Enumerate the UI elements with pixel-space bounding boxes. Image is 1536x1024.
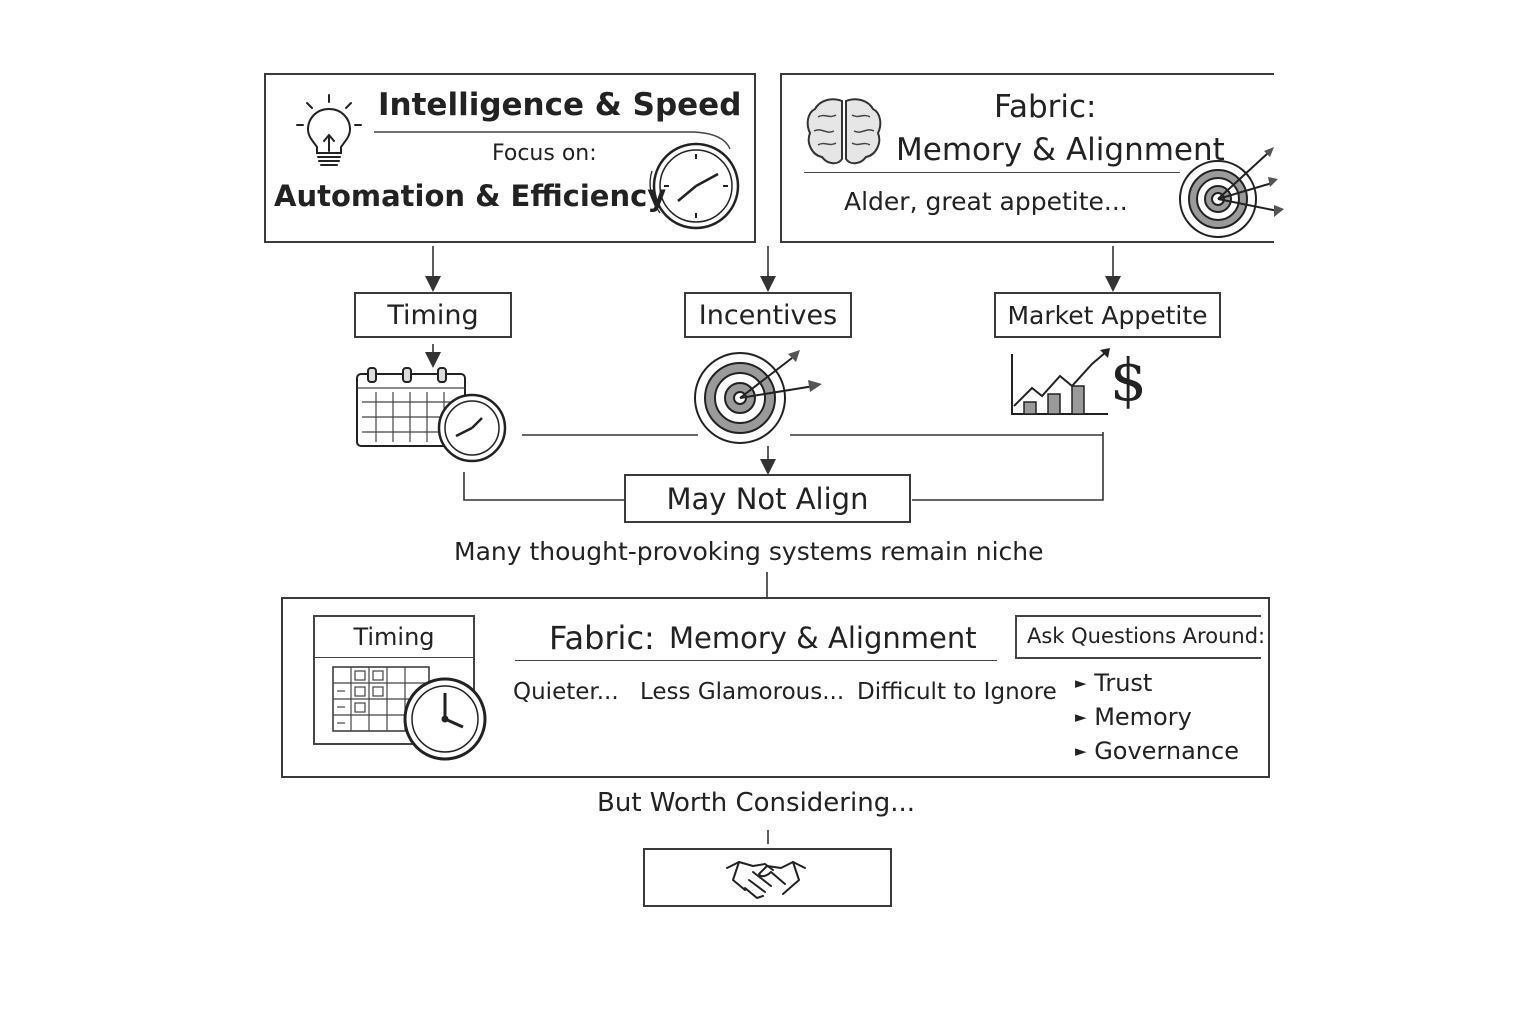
handshake-box	[643, 848, 892, 907]
incentives-factor-label: Incentives	[698, 300, 838, 331]
timing-factor-label: Timing	[387, 300, 479, 331]
question-memory: ► Memory	[1075, 703, 1192, 731]
timing-factor-box: Timing	[354, 292, 512, 338]
clock-icon	[649, 142, 740, 230]
focus-label: Focus on:	[492, 141, 597, 166]
question-governance-label: Governance	[1094, 737, 1239, 765]
worth-considering-caption: But Worth Considering...	[597, 788, 915, 818]
target-icon	[1179, 147, 1284, 238]
may-not-align-box: May Not Align	[624, 474, 911, 523]
incentives-factor-box: Incentives	[684, 292, 852, 338]
question-trust-label: Trust	[1094, 669, 1153, 697]
fabric-subtitle: Alder, great appetite...	[844, 187, 1128, 216]
niche-caption: Many thought-provoking systems remain ni…	[454, 537, 1044, 566]
questions-title: Ask Questions Around:	[1027, 624, 1266, 648]
fabric-title-line2: Memory & Alignment	[896, 132, 1225, 168]
timing-card-label: Timing	[353, 623, 435, 651]
bottom-fabric-rest: Memory & Alignment	[669, 621, 977, 655]
bullet-arrow-icon: ►	[1075, 708, 1087, 726]
schedule-clock-icon	[332, 666, 487, 761]
handshake-icon	[726, 861, 806, 899]
bottom-fabric-underline	[515, 660, 997, 661]
question-memory-label: Memory	[1094, 703, 1192, 731]
trait-difficult-to-ignore: Difficult to Ignore	[857, 679, 1057, 705]
question-trust: ► Trust	[1075, 669, 1152, 697]
may-not-align-label: May Not Align	[666, 482, 869, 516]
trait-less-glamorous: Less Glamorous...	[640, 679, 845, 705]
questions-box: Ask Questions Around:	[1015, 615, 1265, 659]
lightbulb-icon	[296, 94, 362, 166]
growth-chart-icon	[1011, 348, 1110, 415]
fabric-memory-box: Fabric: Memory & Alignment Alder, great …	[780, 73, 1284, 243]
calendar-clock-icon	[356, 367, 507, 463]
timing-card-divider	[315, 657, 473, 658]
intelligence-title: Intelligence & Speed	[378, 87, 742, 123]
bottom-panel: Timing Fabric: Memory & Alignment Quiete…	[281, 597, 1270, 778]
question-governance: ► Governance	[1075, 737, 1239, 765]
fabric-title-line1: Fabric:	[994, 89, 1097, 125]
fabric-title-underline	[804, 172, 1180, 173]
trait-quieter: Quieter...	[513, 679, 619, 705]
market-appetite-factor-box: Market Appetite	[994, 292, 1221, 338]
bullet-arrow-icon: ►	[1075, 674, 1087, 692]
market-appetite-factor-label: Market Appetite	[1007, 301, 1208, 330]
brain-icon	[806, 98, 882, 165]
title-underline	[374, 131, 731, 150]
incentives-target-icon	[694, 350, 822, 444]
dollar-icon: $	[1110, 346, 1147, 414]
focus-value: Automation & Efficiency	[274, 179, 667, 213]
bullet-arrow-icon: ►	[1075, 742, 1087, 760]
bottom-fabric-prefix: Fabric:	[549, 619, 655, 657]
intelligence-speed-box: Intelligence & Speed Focus on: Automatio…	[264, 73, 756, 243]
